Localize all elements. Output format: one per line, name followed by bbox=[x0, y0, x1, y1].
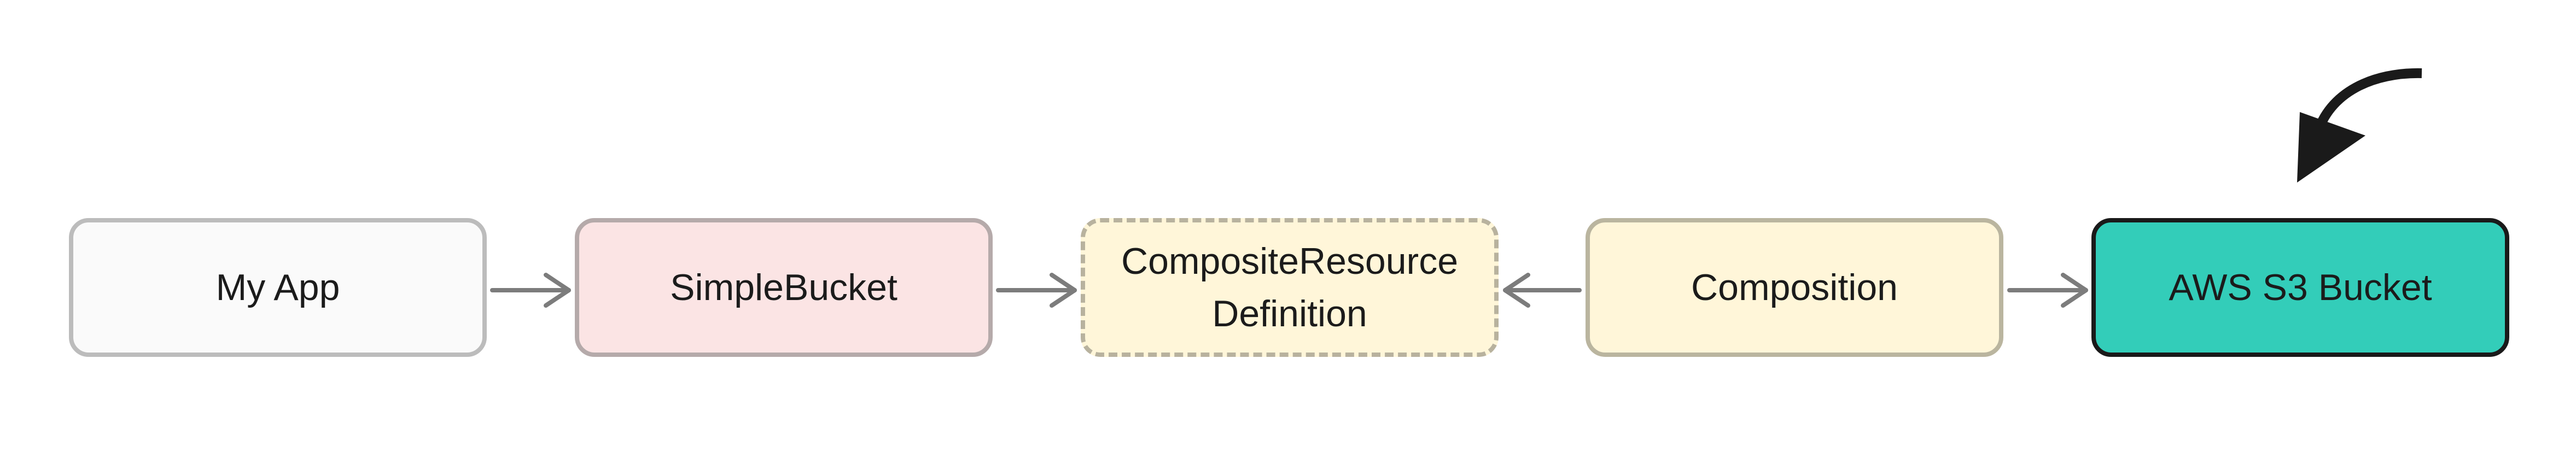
node-my-app: My App bbox=[69, 218, 487, 357]
node-aws-s3-bucket-label: AWS S3 Bucket bbox=[2169, 267, 2432, 308]
node-composition-label: Composition bbox=[1691, 267, 1898, 308]
node-simple-bucket: SimpleBucket bbox=[575, 218, 993, 357]
edge-composition-to-composite-resource-definition bbox=[1503, 273, 1582, 308]
edge-simple-bucket-to-composite-resource-definition bbox=[996, 273, 1077, 308]
node-aws-s3-bucket: AWS S3 Bucket bbox=[2091, 218, 2509, 357]
edge-composition-to-aws-s3-bucket bbox=[2007, 273, 2088, 308]
node-composite-resource-definition-label: CompositeResource Definition bbox=[1121, 240, 1459, 334]
node-my-app-label: My App bbox=[215, 267, 340, 308]
edge-my-app-to-simple-bucket bbox=[490, 273, 571, 308]
node-simple-bucket-label: SimpleBucket bbox=[670, 267, 897, 308]
curved-arrow-icon bbox=[2297, 68, 2422, 183]
node-composition: Composition bbox=[1586, 218, 2003, 357]
node-composite-resource-definition: CompositeResource Definition bbox=[1081, 218, 1499, 357]
